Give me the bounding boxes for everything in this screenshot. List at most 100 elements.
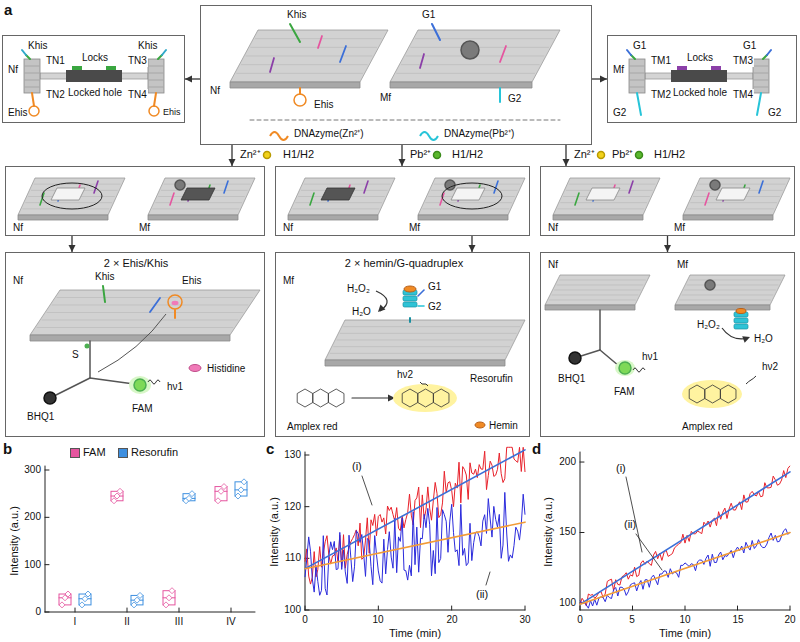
axis-tick xyxy=(305,610,309,611)
node-label: G2 xyxy=(767,107,782,119)
sheet-edge xyxy=(288,215,378,220)
data-point xyxy=(169,588,175,594)
node-label: DNAzyme(Pb²⁺) xyxy=(443,128,515,140)
figure-label: (i) xyxy=(616,462,626,475)
node-label: Ehis xyxy=(181,275,202,287)
figure-label: IV xyxy=(226,616,235,628)
node-label: Mf xyxy=(282,275,295,287)
node-label: Nf xyxy=(547,222,559,234)
grey-ball xyxy=(461,41,479,59)
fluorophore xyxy=(134,379,146,391)
dnazyme-loop xyxy=(294,94,306,106)
data-point xyxy=(85,591,91,597)
light-wave xyxy=(633,368,645,372)
axis-line xyxy=(580,452,581,610)
grey-ball xyxy=(705,280,715,290)
helix-stripe xyxy=(687,285,778,286)
dnazyme-icon xyxy=(420,132,438,140)
origami-sheet xyxy=(18,178,125,215)
lock xyxy=(106,66,116,70)
helix-stripe xyxy=(344,326,520,327)
node-label: TM2 xyxy=(650,89,672,101)
panel-box: NfMf xyxy=(275,166,530,236)
helix-stripe xyxy=(293,208,379,209)
node-label: Ehis xyxy=(7,107,28,119)
figure-label: II xyxy=(124,616,130,628)
data-point xyxy=(215,498,221,504)
axis-line xyxy=(305,610,525,611)
helix-bundle xyxy=(753,59,769,93)
node-label: G1 xyxy=(427,281,442,293)
figure-label: 10 xyxy=(372,614,383,626)
strand-line xyxy=(22,50,26,55)
figure-label: 100 xyxy=(559,597,576,609)
arrow-head xyxy=(664,245,671,252)
sheet-edge xyxy=(553,215,643,220)
axis-tick xyxy=(305,506,309,507)
strand-line xyxy=(629,181,633,193)
strand-line xyxy=(757,93,761,115)
connector-arrow xyxy=(592,76,607,83)
axis-tick xyxy=(451,606,452,610)
histidine-icon xyxy=(189,365,201,372)
helix-stripe xyxy=(25,66,39,67)
panel-box: 2 × hemin/G-quadruplexMfH₂O₂G1G2H₂Ohν2Re… xyxy=(275,252,530,437)
helix-stripe xyxy=(246,56,372,57)
figure-label: 0 xyxy=(577,614,583,626)
sheet-edge xyxy=(325,360,505,366)
glow xyxy=(129,376,151,394)
node-label: hν1 xyxy=(166,381,184,393)
data-point xyxy=(221,484,227,490)
origami-sheet xyxy=(553,178,660,215)
panel-box: KhisTN1LocksTN3KhisNfTN2Locked holeTN4Eh… xyxy=(2,35,185,123)
node-label: Khis xyxy=(94,271,115,283)
helix-stripe xyxy=(682,295,773,296)
helix-stripe xyxy=(251,47,377,48)
locked-hole xyxy=(66,70,122,82)
axis-tick xyxy=(305,606,306,610)
node-label: TN2 xyxy=(45,89,66,101)
helix-stripe xyxy=(685,290,776,291)
origami-sheet xyxy=(418,178,525,215)
substrate-strand xyxy=(599,310,601,350)
data-trace xyxy=(580,529,790,608)
data-point xyxy=(59,602,65,608)
strand-line xyxy=(270,58,274,72)
node-label: hν2 xyxy=(396,369,414,381)
g-quadruplex xyxy=(734,318,748,323)
molecule-ring xyxy=(433,389,449,407)
panel-box: NfMf xyxy=(540,166,795,236)
strand-line xyxy=(290,24,300,42)
helix-bundle xyxy=(629,59,645,93)
light-wave xyxy=(148,380,160,384)
leader-line xyxy=(486,572,490,585)
highlight-circle xyxy=(442,183,502,209)
node-label: Mf xyxy=(408,222,421,234)
hemin xyxy=(404,286,416,292)
node-label: Histidine xyxy=(206,363,246,375)
arrow-head xyxy=(563,159,570,166)
axis-tick xyxy=(75,608,76,612)
g-quadruplex xyxy=(403,296,417,301)
helix-stripe xyxy=(241,64,367,65)
figure-label: H1/H2 xyxy=(452,148,483,161)
figure-label: c xyxy=(266,440,274,457)
legend-swatch xyxy=(118,448,128,458)
substrate-strand xyxy=(581,350,600,356)
fit-line xyxy=(580,472,790,604)
helix-stripe xyxy=(340,333,516,334)
figure-label: 15 xyxy=(732,614,743,626)
grey-ball xyxy=(445,180,455,190)
legend-label: FAM xyxy=(83,446,106,459)
quencher xyxy=(44,392,56,404)
axis-tick xyxy=(179,608,180,612)
node-label: Mf xyxy=(676,259,689,271)
origami-sheet xyxy=(390,30,560,82)
connector-arrow xyxy=(69,236,76,252)
strand-line xyxy=(627,50,631,55)
fit-line xyxy=(580,533,790,605)
strand-line xyxy=(364,181,368,193)
node-label: H₂O₂ xyxy=(696,319,721,331)
axis-tick xyxy=(737,606,738,610)
light-wave xyxy=(746,376,756,384)
